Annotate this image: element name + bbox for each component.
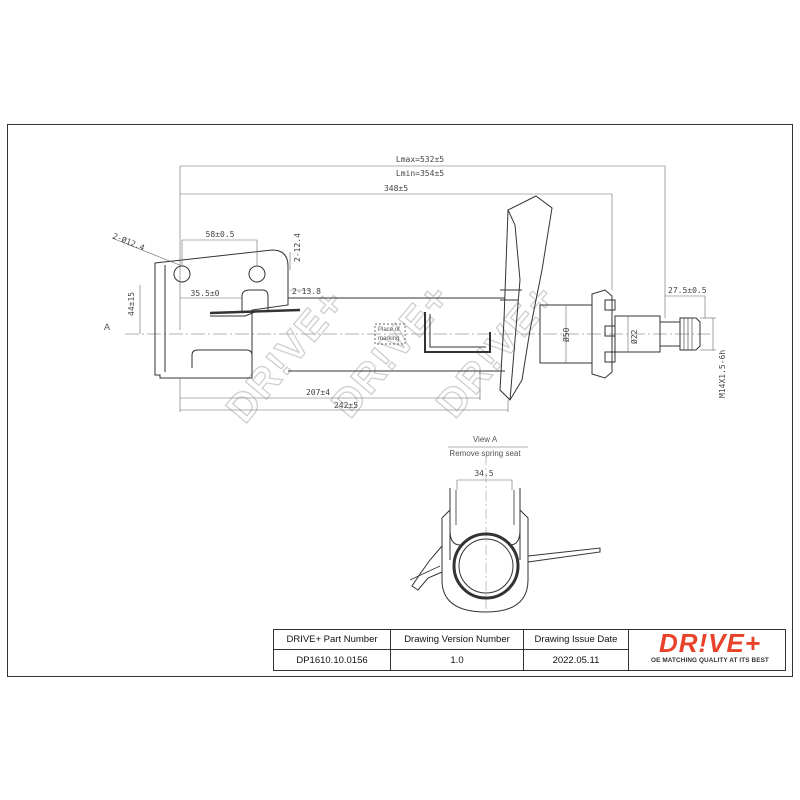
dim-207: 207±4 (306, 388, 330, 397)
view-a-subtitle: Remove spring seat (449, 449, 521, 458)
spring-seat-inner (429, 314, 486, 348)
dim-lmax: Lmax=532±5 (396, 155, 444, 164)
header-issue-date: Drawing Issue Date (523, 629, 629, 650)
dim-slot-a: 2-12.4 (293, 233, 302, 262)
marking-label-1: Place of (378, 327, 400, 333)
bracket-flange (209, 308, 301, 315)
header-part-number: DRIVE+ Part Number (273, 629, 391, 650)
drawing-frame (7, 124, 793, 677)
dim-35: 35.5±0 (191, 289, 220, 298)
dim-22: Ø22 (629, 329, 639, 344)
value-drawing-version: 1.0 (390, 649, 524, 671)
logo-text: DR!VE+ (658, 628, 762, 658)
nut-tooth-3 (604, 351, 616, 363)
dim-lmin: Lmin=354±5 (396, 169, 444, 178)
mount-hole-right (248, 265, 266, 283)
rod-thread (679, 317, 701, 351)
logo-tagline: OE MATCHING QUALITY AT ITS BEST (651, 657, 769, 664)
bracket-tab (241, 289, 269, 312)
title-block: DRIVE+ Part Number Drawing Version Numbe… (273, 629, 789, 671)
top-nut (591, 289, 613, 379)
dim-27: 27.5±0.5 (668, 286, 707, 295)
bracket-lip (210, 311, 256, 317)
marking-area (374, 323, 406, 345)
dim-hole-pair: 2-Ø12.4 (111, 231, 146, 253)
dim-58: 58±0.5 (206, 230, 235, 239)
spring-seat-edge (507, 209, 521, 401)
logo-cell (628, 629, 786, 671)
drive-plus-logo: DR!VE+ OE MATCHING QUALITY AT ITS BEST (631, 630, 789, 670)
dim-50: Ø50 (561, 327, 571, 342)
value-part-number: DP1610.10.0156 (273, 649, 391, 671)
spring-seat-bracket (424, 312, 491, 353)
spring-seat-plate (499, 195, 553, 401)
view-marker-a: A (104, 322, 110, 332)
dim-slot-b: 2-13.8 (292, 287, 321, 296)
view-a-title: View A (473, 435, 498, 444)
bracket-cutout (191, 349, 253, 368)
dim-242: 242±5 (334, 401, 358, 410)
dim-44: 44±15 (127, 292, 136, 316)
view-a-section (409, 455, 601, 613)
nut-tooth-2 (604, 325, 616, 337)
nut-tooth-1 (604, 299, 616, 311)
marking-label-2: marking (378, 336, 399, 342)
value-issue-date: 2022.05.11 (523, 649, 629, 671)
header-drawing-version: Drawing Version Number (390, 629, 524, 650)
dimension-lines (111, 165, 716, 412)
mount-hole-left (173, 265, 191, 283)
dim-34: 34.5 (474, 469, 493, 478)
mount-bracket (154, 249, 289, 379)
dim-thread: M14X1.5-6h (718, 350, 727, 398)
dim-348: 348±5 (384, 184, 408, 193)
